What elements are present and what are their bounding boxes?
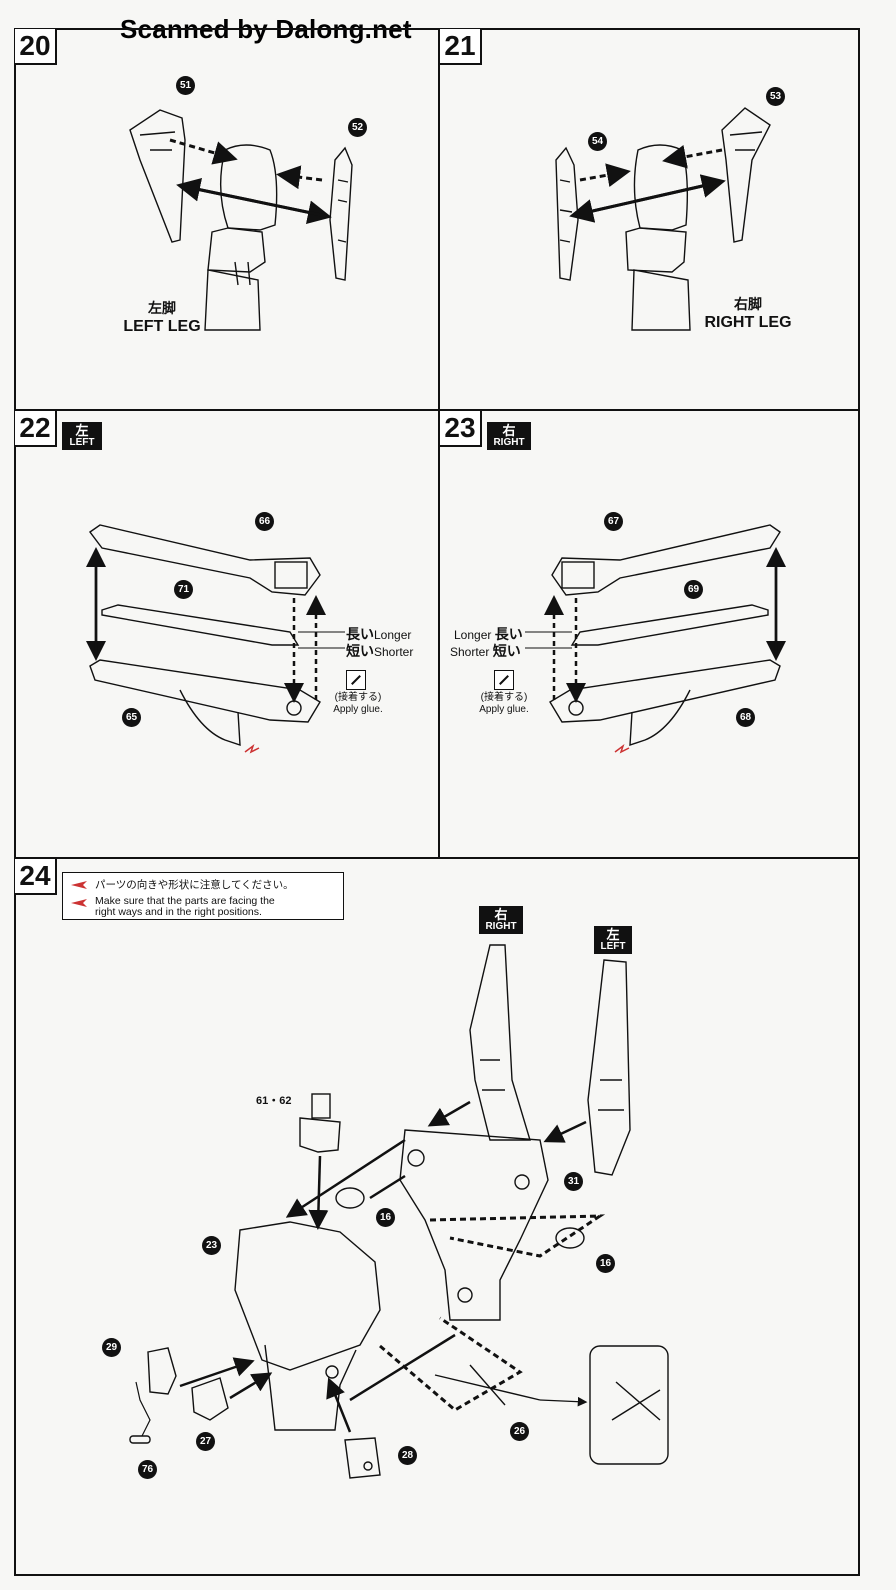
part-callout-61-62: 61・62 [256,1095,292,1107]
step-23-panel: 23 [439,410,860,858]
part-callout-66: 66 [255,512,274,531]
note-en-line-2: right ways and in the right positions. [95,906,262,918]
step-22-number: 22 [15,411,57,447]
part-callout-54: 54 [588,132,607,151]
part-callout-69: 69 [684,580,703,599]
step-23-shorter-label: Shorter 短い [450,643,521,659]
note-jp: パーツの向きや形状に注意してください。 [95,879,294,891]
step-22-panel: 22 [14,410,439,858]
glue-icon [494,670,514,690]
red-arrow-icon [71,881,87,889]
part-callout-67: 67 [604,512,623,531]
part-callout-52: 52 [348,118,367,137]
part-callout-29: 29 [102,1338,121,1357]
part-callout-26: 26 [510,1422,529,1441]
part-callout-23: 23 [202,1236,221,1255]
part-callout-68: 68 [736,708,755,727]
orientation-warning-note: パーツの向きや形状に注意してください。 Make sure that the p… [62,872,344,920]
part-callout-51: 51 [176,76,195,95]
right-leg-label: 右脚 RIGHT LEG [704,296,792,331]
part-callout-16: 16 [596,1254,615,1273]
part-callout-76: 76 [138,1460,157,1479]
step-22-longer-label: 長いLonger [346,626,412,642]
step-21-panel: 21 [439,28,860,410]
note-en-line-1: Make sure that the parts are facing the [95,895,275,907]
part-callout-53: 53 [766,87,785,106]
step-24-panel: 24 [14,858,860,1576]
step-20-panel: 20 [14,28,439,410]
step-23-longer-label: Longer 長い [454,626,523,642]
part-callout-16: 16 [376,1208,395,1227]
part-callout-28: 28 [398,1446,417,1465]
step-20-number: 20 [15,29,57,65]
step-24-number: 24 [15,859,57,895]
part-callout-31: 31 [564,1172,583,1191]
red-arrow-icon [71,899,87,907]
part-callout-71: 71 [174,580,193,599]
step-23-number: 23 [440,411,482,447]
part-callout-65: 65 [122,708,141,727]
step-23-glue-label: (接着する)Apply glue. [479,692,529,715]
part-callout-27: 27 [196,1432,215,1451]
step-22-glue-label: (接着する)Apply glue. [333,692,383,715]
glue-icon [346,670,366,690]
left-leg-label: 左脚 LEFT LEG [123,300,201,335]
step-21-number: 21 [440,29,482,65]
step-22-shorter-label: 短いShorter [346,643,414,659]
